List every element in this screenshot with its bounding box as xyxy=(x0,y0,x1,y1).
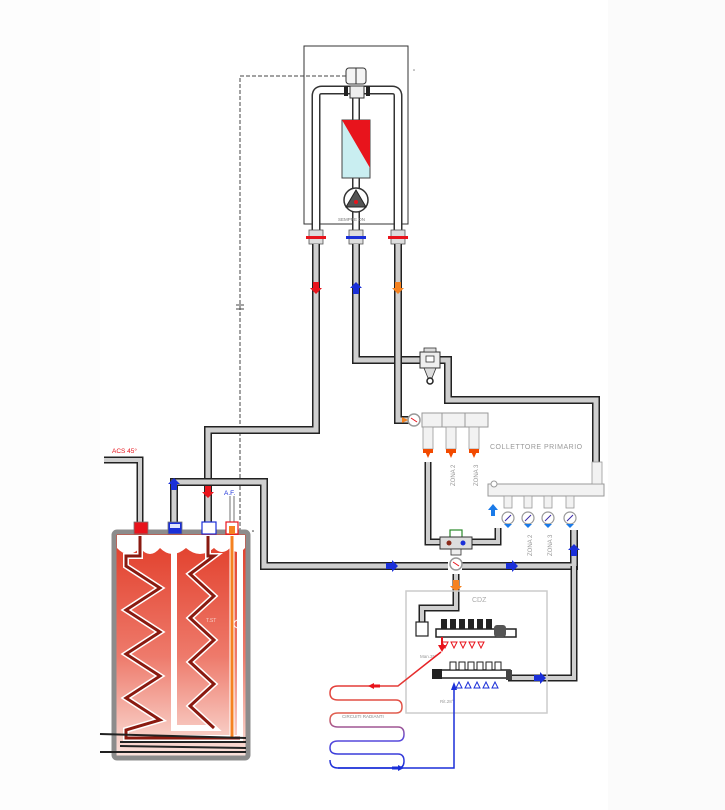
return-temp-label: Rit.28° xyxy=(440,699,454,704)
arrow-up-cold-icon xyxy=(168,478,180,490)
supply-outlet-arrows xyxy=(441,641,485,650)
return-inlet-arrows xyxy=(455,680,499,689)
zone-label: ZONA 3 xyxy=(548,534,554,556)
arrow-down-hot-icon xyxy=(310,282,322,294)
tank-fitting-dhw xyxy=(133,521,149,535)
arrow-right-cold-icon xyxy=(386,560,398,572)
arrow-right-cold-icon xyxy=(506,560,518,572)
zone-label: ZONA 2 xyxy=(451,464,457,486)
control-wire xyxy=(239,75,346,628)
pipe-network xyxy=(104,244,600,682)
boiler-fittings xyxy=(306,229,408,245)
primary-manifold-label: COLLETTORE PRIMARIO xyxy=(490,444,583,451)
supply-temp-label: Man.35° xyxy=(420,654,437,659)
cdz-label: CDZ xyxy=(472,597,487,604)
tank-sensor-label: T.ST xyxy=(206,618,216,624)
arrow-down-hot-icon xyxy=(202,486,214,498)
cold-water-label: A.F. xyxy=(224,490,235,497)
boiler: SEMPRE ON xyxy=(303,45,415,232)
supply-valves xyxy=(441,619,506,637)
radiant-label: CIRCUITI RADIANTI xyxy=(342,714,384,719)
arrow-up-cold-icon xyxy=(488,504,498,516)
manifold-outlet xyxy=(422,426,434,458)
tank-fitting-flow xyxy=(201,521,217,535)
zone-label: ZONA 2 xyxy=(528,534,534,556)
dirt-separator xyxy=(419,347,441,385)
arrow-down-mixed-icon xyxy=(450,580,462,592)
tank-shell xyxy=(111,529,251,761)
manifold-outlet xyxy=(445,426,457,458)
manifold-outlet xyxy=(468,426,480,458)
mixing-valve xyxy=(439,529,473,571)
return-valves xyxy=(449,661,512,680)
arrow-left-hot-icon xyxy=(368,683,380,689)
primary-manifold-lower: ZONA 2 ZONA 3 xyxy=(487,461,605,556)
radiant-coil xyxy=(329,651,442,769)
storage-tank: T.ST ACS 45° A.F. xyxy=(99,447,254,761)
return-gauge xyxy=(541,495,555,528)
return-gauge xyxy=(563,495,577,528)
boiler-marker-dot xyxy=(413,69,415,71)
arrow-up-cold-icon xyxy=(568,544,580,556)
arrow-right-cold-icon xyxy=(392,765,404,771)
flow-arrows xyxy=(168,282,580,592)
cdz-unit: CDZ Man.35° xyxy=(405,590,548,714)
zone-label: ZONA 3 xyxy=(474,464,480,486)
return-gauge xyxy=(521,495,535,528)
dhw-label: ACS 45° xyxy=(112,447,137,455)
pump-label: SEMPRE ON xyxy=(338,217,365,222)
cdz-box xyxy=(405,590,548,714)
background-right xyxy=(608,0,725,810)
return-gauge xyxy=(501,495,515,528)
arrow-up-cold-icon xyxy=(451,682,457,690)
background-left xyxy=(0,0,100,810)
arrow-up-cold-icon xyxy=(350,282,362,294)
tank-sensor-icon xyxy=(233,619,243,629)
radiant-circuit: CIRCUITI RADIANTI xyxy=(329,651,457,771)
arrow-down-mixed-icon xyxy=(392,282,404,294)
pump-icon xyxy=(345,189,367,208)
primary-manifold-upper: COLLETTORE PRIMARIO ZONA 2 ZONA 3 xyxy=(402,412,583,486)
diverter-valve-body xyxy=(349,85,365,99)
